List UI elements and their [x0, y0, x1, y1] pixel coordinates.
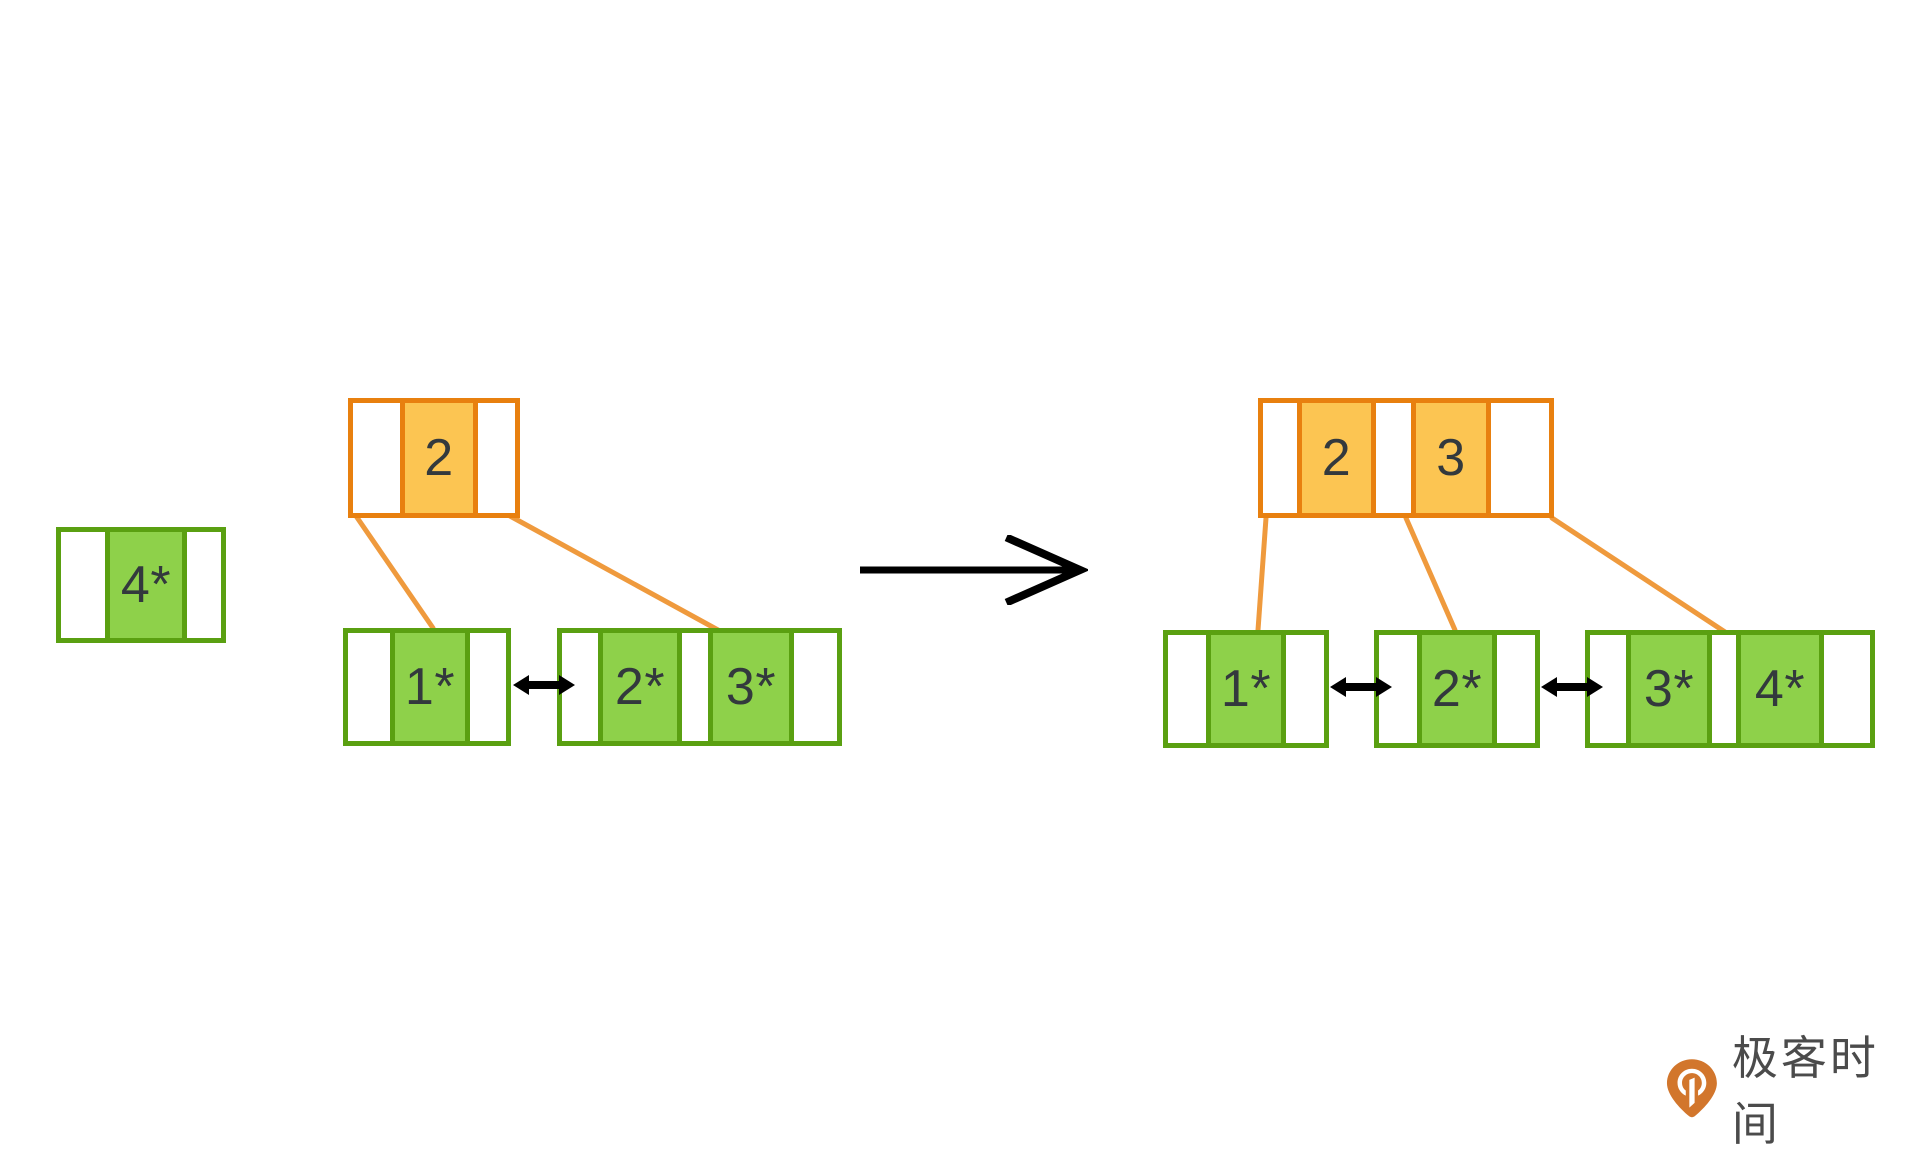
connector-before-1: [353, 513, 436, 631]
node-cell-pointer: [1286, 635, 1324, 743]
connector-after-3: [1549, 515, 1728, 635]
node-cell-key: 3*: [708, 633, 794, 741]
node-cell-key: 2: [1297, 403, 1376, 513]
node-cell-pointer: [478, 403, 515, 513]
leaf-node-before-1: 1*: [343, 628, 511, 746]
node-cell-pointer: [1491, 403, 1549, 513]
node-cell-pointer: [1497, 635, 1535, 743]
connector-before-2: [507, 513, 721, 633]
connector-after-1: [1255, 515, 1269, 633]
watermark-text: 极客时间: [1731, 1031, 1879, 1151]
leaf-node-after-3: 3* 4*: [1585, 630, 1875, 748]
node-cell-pointer: [348, 633, 390, 741]
sibling-link-arrow: [1541, 677, 1603, 697]
node-cell-pointer: [682, 633, 708, 741]
root-node-before: 2: [348, 398, 520, 518]
node-cell-key: 3*: [1626, 635, 1712, 743]
node-cell-pointer: [1168, 635, 1206, 743]
node-cell-pointer: [61, 532, 105, 638]
node-cell-pointer: [353, 403, 400, 513]
inserted-record-node: 4*: [56, 527, 226, 643]
node-cell-key: 2*: [598, 633, 682, 741]
node-cell-key: 1*: [1206, 635, 1286, 743]
leaf-node-after-1: 1*: [1163, 630, 1329, 748]
node-cell-key: 3: [1411, 403, 1491, 513]
node-cell-key: 4*: [105, 532, 187, 638]
node-cell-key: 2*: [1417, 635, 1497, 743]
node-cell-pointer: [1376, 403, 1411, 513]
watermark: 极客时间: [1666, 1022, 1920, 1154]
node-cell-key: 1*: [390, 633, 470, 741]
node-cell-pointer: [1824, 635, 1870, 743]
node-cell-pointer: [1712, 635, 1736, 743]
root-node-after: 2 3: [1258, 398, 1554, 518]
geektime-pin-logo: [1666, 1059, 1717, 1118]
node-cell-pointer: [794, 633, 837, 741]
sibling-link-arrow: [1330, 677, 1392, 697]
node-cell-pointer: [1263, 403, 1297, 513]
leaf-node-before-2: 2* 3*: [557, 628, 842, 746]
node-cell-pointer: [470, 633, 506, 741]
leaf-node-after-2: 2*: [1374, 630, 1540, 748]
node-cell-key: 2: [400, 403, 478, 513]
right-arrow-icon: [860, 535, 1088, 605]
node-cell-pointer: [187, 532, 221, 638]
connector-after-2: [1403, 515, 1458, 633]
node-cell-key: 4*: [1736, 635, 1824, 743]
sibling-link-arrow: [513, 675, 575, 695]
